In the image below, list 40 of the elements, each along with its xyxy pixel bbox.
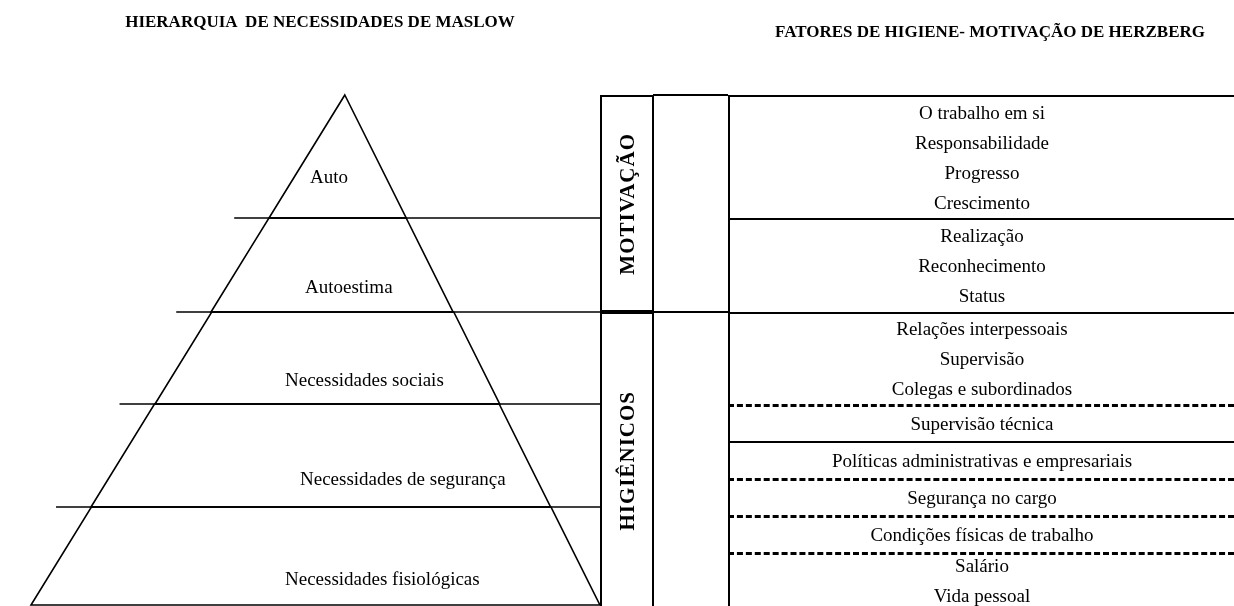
category-label: HIGIÊNICOS: [615, 391, 640, 531]
factor-row: [728, 218, 1234, 312]
factor-row: [728, 478, 1234, 515]
level-label: Auto: [310, 166, 348, 189]
factor-text: Reconhecimento: [918, 254, 1046, 278]
factor-row: [728, 441, 1234, 478]
factor-text: Colegas e subordinados: [891, 377, 1073, 401]
factor-text: Supervisão técnica: [910, 412, 1054, 436]
factor-text: Progresso: [944, 160, 1020, 185]
heading: FATORES DE HIGIENE- MOTIVAÇÃO DE HERZBERG: [775, 22, 1205, 41]
factor-text: Vida pessoal: [933, 583, 1031, 606]
category-band: [600, 312, 653, 606]
pyramid-level: [91, 404, 551, 507]
factor-row: [728, 404, 1234, 441]
level-label: Necessidades fisiológicas: [285, 567, 480, 590]
factor-text: Realização: [940, 224, 1024, 248]
level-label: Necessidades de segurança: [300, 467, 506, 490]
factor-text: Crescimento: [934, 190, 1030, 215]
factor-text: Salário: [955, 553, 1009, 578]
factor-row: [728, 552, 1234, 606]
factor-row: [728, 95, 1234, 218]
factor-text: Segurança no cargo: [907, 486, 1057, 510]
level-label: Autoestima: [305, 276, 393, 299]
factor-text: Relações interpessoais: [896, 317, 1068, 341]
factor-text: Supervisão: [939, 347, 1025, 371]
factor-text: Políticas administrativas e empresariais: [831, 448, 1133, 473]
factor-row: [728, 312, 1234, 404]
pyramid-level: [154, 312, 500, 404]
category-label: MOTIVAÇÃO: [615, 132, 640, 275]
factor-text: O trabalho em si: [918, 100, 1046, 125]
category-band: [600, 95, 653, 312]
factor-text: Condições físicas de trabalho: [870, 523, 1094, 547]
factor-text: Responsabilidade: [915, 130, 1049, 155]
pyramid-level: [30, 507, 600, 605]
heading: HIERARQUIA DE NECESSIDADES DE MASLOW: [125, 12, 515, 31]
level-label: Necessidades sociais: [285, 369, 444, 392]
factor-text: Status: [958, 284, 1006, 308]
factor-row: [728, 515, 1234, 552]
pyramid-level: [211, 218, 454, 312]
pyramid-apex: [269, 95, 407, 218]
